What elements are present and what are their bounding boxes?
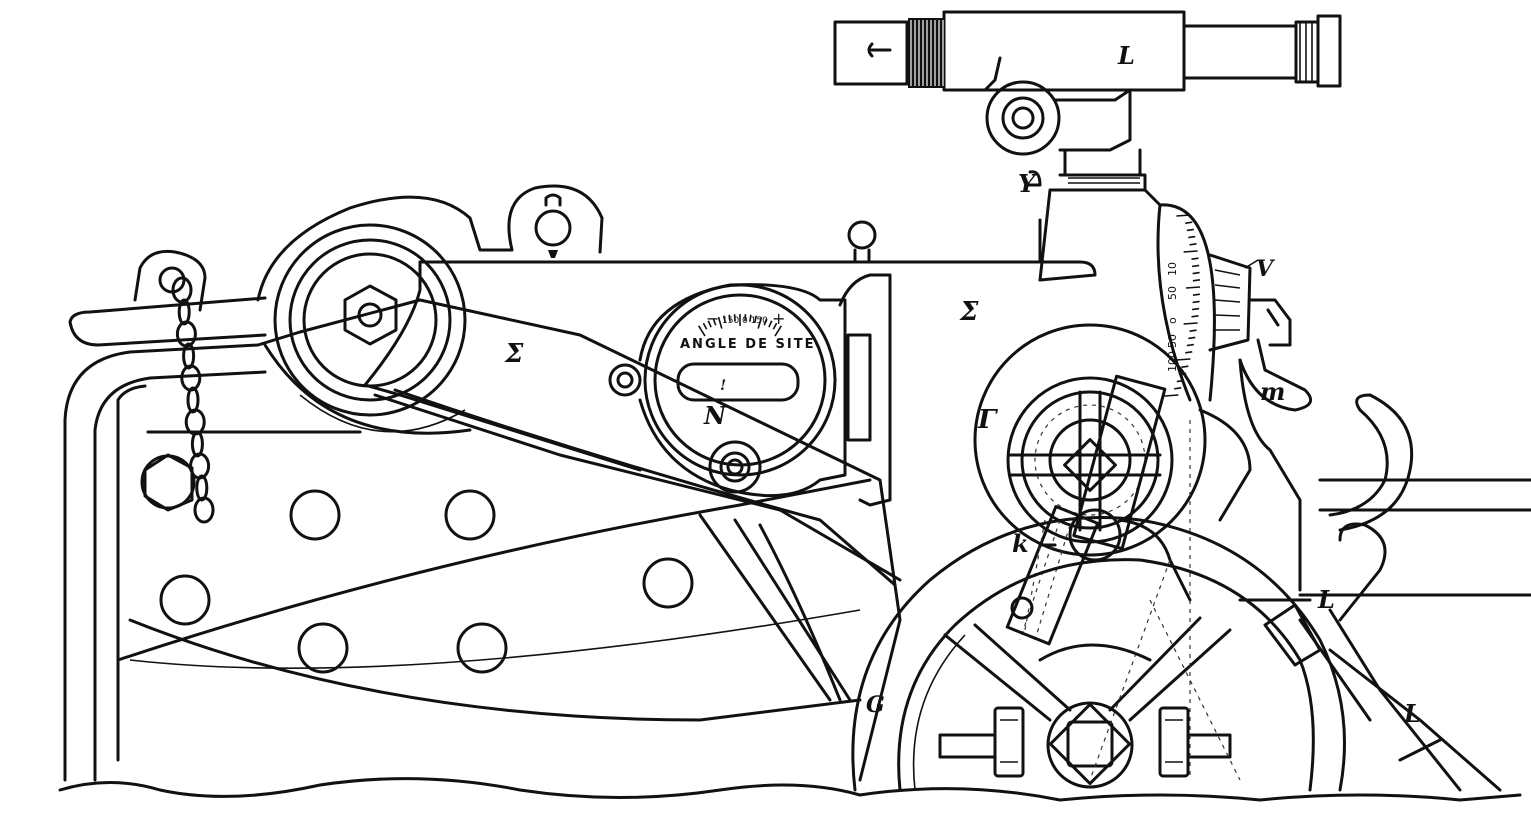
dial-tick: [697, 325, 706, 337]
label-handle-m: m: [1260, 377, 1285, 406]
scale-tick: [1192, 307, 1200, 311]
scale-label: 100: [1166, 351, 1179, 372]
scale-tick: [1188, 336, 1196, 340]
scale-label: o: [1166, 317, 1179, 324]
chain-link: [184, 408, 206, 436]
scale-tick: [1186, 228, 1194, 232]
label-level-n: N: [703, 401, 727, 430]
handwheel-large: [851, 420, 1346, 792]
sigma-frame: [363, 188, 1162, 702]
scale-tick: [1174, 387, 1182, 390]
carriage-plate: [63, 298, 902, 782]
chain-link: [190, 430, 204, 458]
label-handwheel-g: G: [866, 692, 885, 718]
scale-tick: [1192, 279, 1201, 282]
dial-tick: [772, 322, 778, 330]
scale-label: 50: [1166, 286, 1179, 300]
label-bracket-y: Y: [1018, 169, 1038, 198]
dial-tick: [749, 314, 752, 322]
chain-link: [177, 298, 191, 326]
telescope-knurl: [910, 20, 944, 86]
dial-tick: [717, 316, 723, 329]
scale-tick: [1164, 394, 1179, 397]
scale-tick: [1191, 315, 1199, 318]
scale-label: 10: [1166, 262, 1179, 276]
rods: [1238, 478, 1531, 792]
lever-arm: [68, 249, 267, 347]
scale-tick: [1185, 351, 1193, 354]
chain: [171, 276, 215, 524]
dial-tick: [712, 318, 717, 326]
scale-tick: [1192, 300, 1200, 304]
scale-tick: [1183, 322, 1198, 325]
label-telescope-l: L: [1117, 41, 1135, 70]
pinion-k: [1005, 504, 1192, 646]
scale-tick: [1191, 257, 1199, 260]
scale-labels: 10 50 o 50 100: [1166, 262, 1179, 372]
chain-link: [189, 452, 211, 480]
dial-pointer: !: [720, 378, 726, 394]
dial-tick-marks: [697, 314, 783, 337]
scale-tick: [1185, 221, 1193, 224]
handwheel-small: [973, 323, 1207, 641]
dial-small-scale: 150 0 150: [722, 316, 768, 326]
ground-line: [58, 777, 1522, 802]
label-pinion-k: k: [1012, 529, 1029, 558]
scale-tick: [1186, 343, 1194, 347]
dial-tick: [763, 318, 768, 326]
label-vernier-v: V: [1256, 256, 1275, 282]
scale-tick: [1192, 271, 1200, 275]
chain-link: [186, 386, 200, 414]
dial-plus: +: [772, 309, 785, 328]
dial-tick: [768, 320, 773, 328]
dial-tick: [753, 315, 757, 323]
scale-tick: [1192, 264, 1200, 268]
scale-tick: [1185, 286, 1201, 289]
scale-tick: [1188, 235, 1196, 239]
scale-tick: [1189, 329, 1197, 332]
handwheel-small-rim: [973, 323, 1207, 557]
label-handwheel-gamma: Γ: [977, 405, 998, 435]
elevation-scale: [1156, 203, 1259, 402]
dial-minus: −: [706, 309, 719, 328]
telescope: [833, 10, 1342, 192]
scale-tick: [1181, 365, 1189, 368]
label-rod-l-upper: L: [1317, 585, 1335, 614]
label-rod-l-lower: L: [1403, 699, 1421, 728]
scale-tick: [1192, 293, 1201, 296]
label-sigma-left: Σ: [504, 339, 524, 369]
chain-link: [193, 496, 215, 524]
label-sigma-right: Σ: [959, 297, 979, 327]
scale-tick: [1189, 243, 1197, 246]
scale-tick: [1176, 358, 1191, 361]
dial-title: ANGLE DE SITE: [680, 337, 815, 352]
angle-de-site-dial: − + 150 0 150 ANGLE DE SITE !: [608, 283, 847, 498]
dial-tick: [774, 325, 783, 337]
scale-label: 50: [1166, 334, 1179, 348]
chain-link: [182, 342, 196, 370]
dial-tick: [702, 322, 708, 330]
dial-tick: [757, 316, 763, 329]
dial-tick: [728, 314, 731, 322]
plate-holes: [140, 453, 694, 674]
chain-link: [195, 474, 209, 502]
dial-tick: [707, 320, 712, 328]
trunnion-disc: [256, 184, 604, 435]
chain-link: [175, 320, 197, 348]
scale-tick: [1176, 379, 1184, 383]
scale-tick-marks: [1164, 214, 1201, 397]
scale-tick: [1176, 214, 1191, 217]
chain-link: [180, 364, 202, 392]
handle-m: [1198, 298, 1313, 592]
dial-tick: [723, 315, 727, 323]
scale-tick: [1183, 250, 1198, 253]
